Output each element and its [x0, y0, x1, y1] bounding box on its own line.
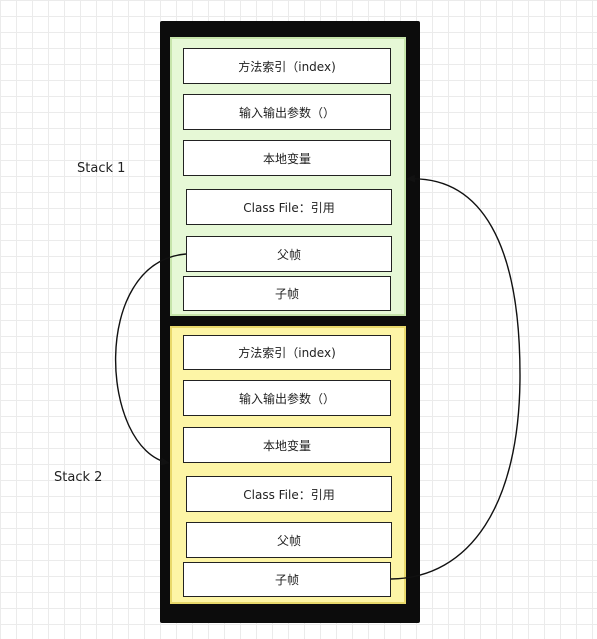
stack1-local-vars-box: 本地变量 [183, 140, 391, 176]
stack2-local-vars-box: 本地变量 [183, 427, 391, 463]
child-to-stack1-arrow [390, 174, 521, 580]
parent-to-stack2-arrow [114, 253, 187, 466]
stack1-class-file-box: Class File：引用 [186, 189, 392, 225]
stack1-label: Stack 1 [77, 161, 126, 176]
stack2-io-params-box: 输入输出参数（） [183, 380, 391, 416]
stack2-class-file-box: Class File：引用 [186, 476, 392, 512]
stack2-method-index-box: 方法索引（index) [183, 335, 391, 370]
stack1-method-index-box: 方法索引（index) [183, 48, 391, 84]
stack1-io-params-box: 输入输出参数（） [183, 94, 391, 130]
stack1-parent-frame-box: 父帧 [186, 236, 392, 272]
stack2-parent-frame-box: 父帧 [186, 522, 392, 558]
stack2-child-frame-box: 子帧 [183, 562, 391, 597]
stack1-child-frame-box: 子帧 [183, 276, 391, 311]
stack2-label: Stack 2 [54, 470, 103, 485]
